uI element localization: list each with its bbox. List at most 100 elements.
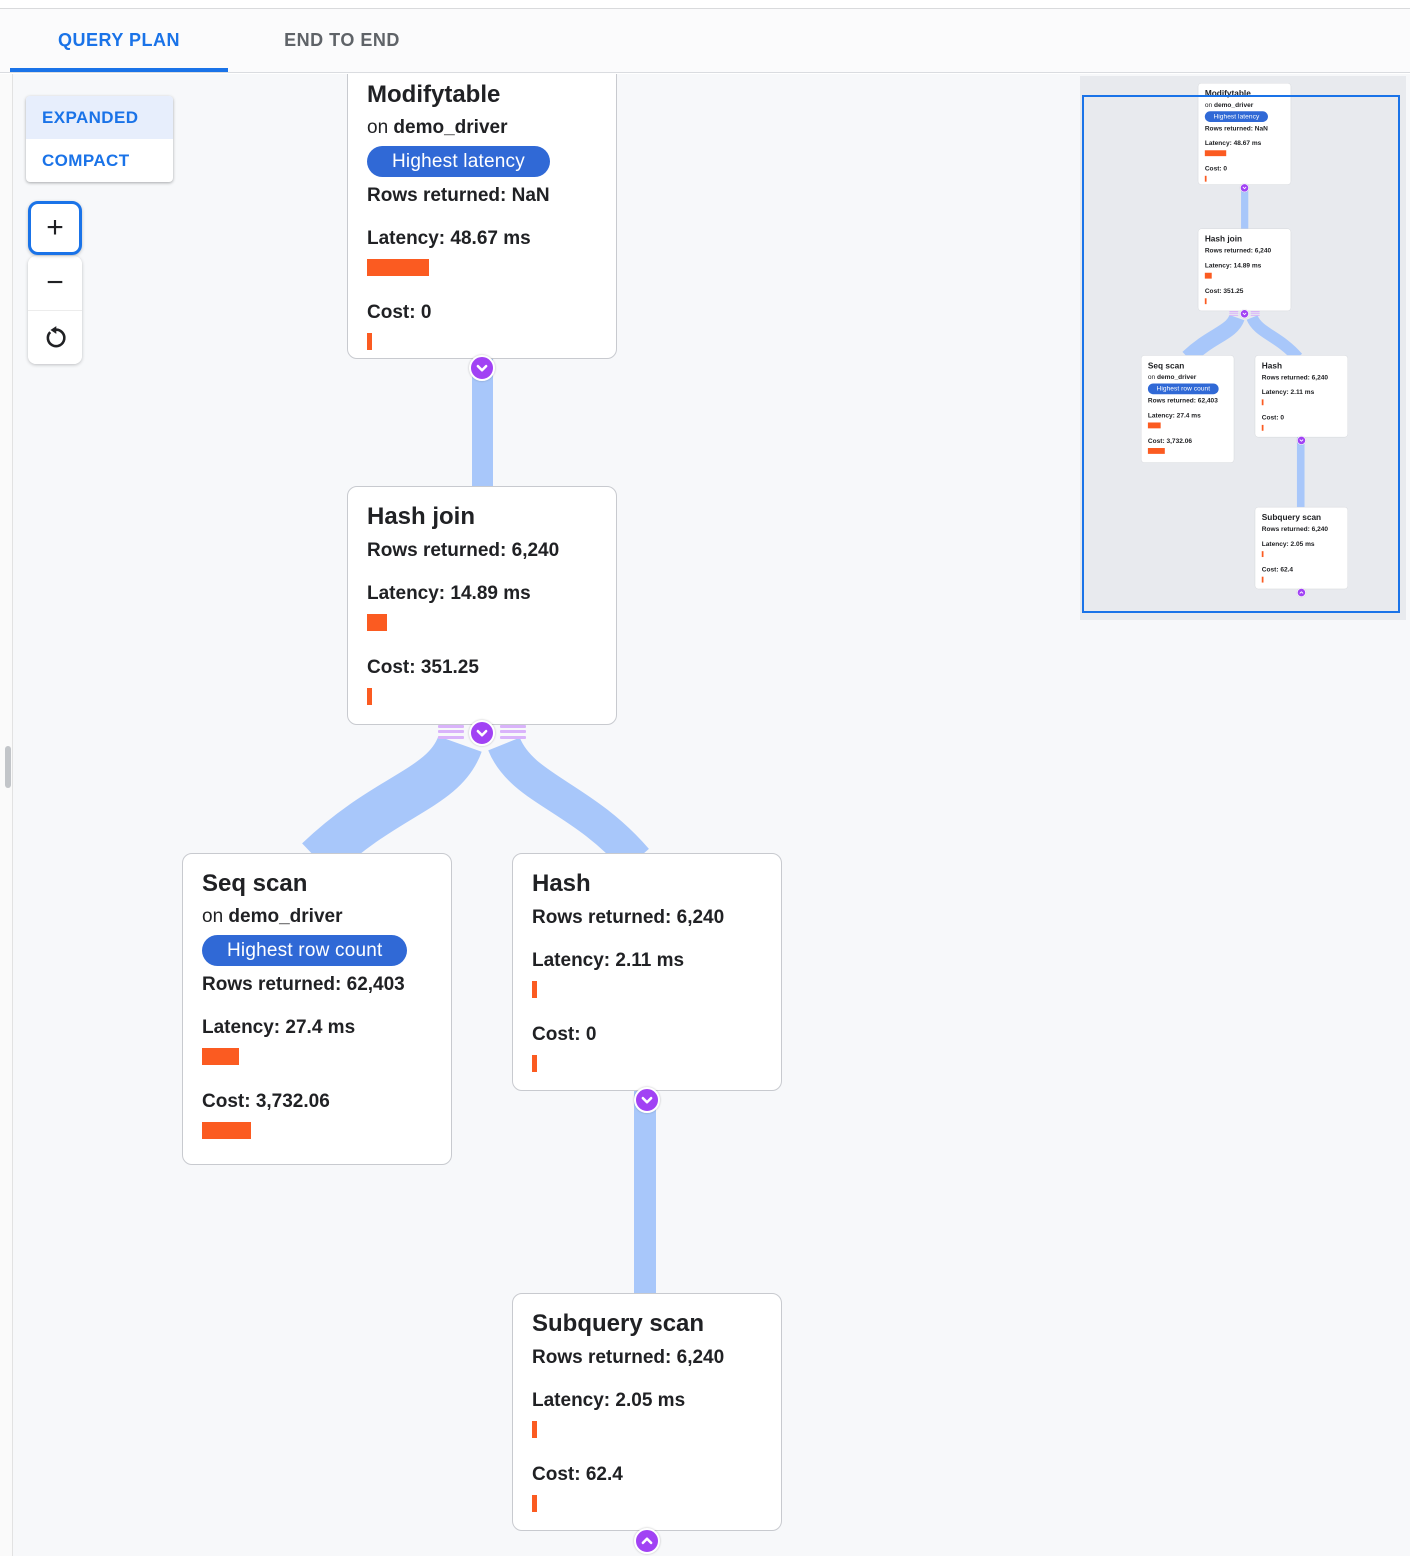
latency-bar: [1261, 399, 1264, 406]
minimap-plan-tree: Modifytable on demo_driver Highest laten…: [1141, 83, 1348, 599]
chevron-up-icon: [1299, 591, 1304, 594]
cost-bar: [1261, 424, 1264, 431]
cost-bar: [1261, 576, 1264, 583]
node-title: Modifytable: [367, 81, 501, 108]
highest-row-count-badge: Highest row count: [202, 935, 408, 966]
multi-edge-lines-right: [1250, 311, 1260, 316]
plan-node-hash-join[interactable]: Hash join Rows returned: 6,240 Latency: …: [347, 486, 617, 725]
minimap-viewport[interactable]: [1082, 95, 1400, 613]
zoom-in-button[interactable]: +: [28, 201, 82, 255]
node-title: Hash: [532, 870, 591, 897]
latency-bar: [532, 981, 537, 998]
cost-bar: [532, 1055, 537, 1072]
plan-node-modifytable[interactable]: Modifytable on demo_driver Highest laten…: [347, 74, 617, 359]
plan-node-subquery-scan[interactable]: Subquery scan Rows returned: 6,240 Laten…: [1254, 507, 1348, 590]
node-rows: Rows returned: 6,240: [532, 1347, 725, 1368]
node-cost: Cost: 0: [1204, 165, 1228, 173]
cost-bar: [202, 1122, 251, 1139]
plan-node-seq-scan[interactable]: Seq scan on demo_driver Highest row coun…: [182, 853, 452, 1165]
node-latency: Latency: 27.4 ms: [1147, 411, 1201, 420]
node-title: Subquery scan: [1261, 512, 1322, 523]
chevron-down-icon: [476, 364, 488, 372]
node-rows: Rows returned: 6,240: [532, 907, 725, 928]
edge-modifytable-hashjoin: [1241, 184, 1249, 230]
latency-bar: [202, 1048, 239, 1065]
node-latency: Latency: 14.89 ms: [1204, 262, 1262, 270]
node-table-line: on demo_driver: [367, 117, 508, 138]
compact-button[interactable]: COMPACT: [42, 150, 130, 170]
cost-bar: [1147, 448, 1165, 454]
zoom-out-button[interactable]: −: [28, 256, 82, 310]
node-cost: Cost: 0: [532, 1024, 597, 1045]
collapse-toggle-hash-join[interactable]: [1240, 309, 1249, 319]
node-rows: Rows returned: 62,403: [1147, 396, 1218, 405]
node-title: Modifytable: [1204, 88, 1251, 99]
cost-bar: [1204, 298, 1207, 305]
latency-bar: [1204, 150, 1227, 157]
multi-edge-lines-left: [1229, 311, 1239, 316]
node-title: Subquery scan: [532, 1310, 705, 1337]
plan-node-hash[interactable]: Hash Rows returned: 6,240 Latency: 2.11 …: [512, 853, 782, 1091]
node-title: Hash join: [367, 503, 476, 530]
chevron-down-icon: [1299, 439, 1304, 442]
node-cost: Cost: 0: [367, 302, 432, 323]
node-cost: Cost: 351.25: [1204, 287, 1244, 295]
latency-bar: [1147, 422, 1161, 429]
reset-view-button[interactable]: [28, 310, 82, 364]
edge-hash-subqueryscan: [1296, 436, 1305, 508]
node-rows: Rows returned: NaN: [367, 185, 550, 206]
multi-edge-lines-left: [438, 725, 464, 739]
node-latency: Latency: 27.4 ms: [202, 1017, 356, 1038]
node-cost: Cost: 3,732.06: [202, 1091, 330, 1112]
expand-toggle-subquery-scan[interactable]: [634, 1528, 660, 1554]
node-title: Seq scan: [1147, 361, 1185, 371]
node-table-line: on demo_driver: [1147, 373, 1197, 381]
node-title: Hash join: [1204, 234, 1243, 244]
collapse-toggle-hash[interactable]: [1296, 435, 1306, 445]
plan-tree: Modifytable on demo_driver Highest laten…: [182, 74, 782, 1556]
collapse-toggle-modifytable[interactable]: [469, 355, 495, 381]
reset-icon: [46, 325, 66, 347]
node-latency: Latency: 14.89 ms: [367, 583, 531, 604]
chevron-down-icon: [1242, 312, 1247, 316]
node-title: Seq scan: [202, 870, 308, 897]
node-cost: Cost: 62.4: [1261, 566, 1294, 574]
node-latency: Latency: 2.05 ms: [1261, 540, 1315, 548]
scrollbar-thumb[interactable]: [5, 746, 11, 788]
collapse-toggle-hash-join[interactable]: [469, 720, 495, 746]
plan-node-hash-join[interactable]: Hash join Rows returned: 6,240 Latency: …: [1197, 228, 1292, 312]
node-rows: Rows returned: 62,403: [202, 974, 405, 995]
node-cost: Cost: 62.4: [532, 1464, 623, 1485]
plan-node-seq-scan[interactable]: Seq scan on demo_driver Highest row coun…: [1141, 355, 1235, 463]
minimap[interactable]: Modifytable on demo_driver Highest laten…: [1080, 76, 1406, 620]
cost-bar: [367, 688, 372, 705]
node-rows: Rows returned: 6,240: [1261, 373, 1329, 382]
collapse-toggle-hash[interactable]: [634, 1087, 660, 1113]
latency-bar: [1204, 272, 1212, 279]
zoom-controls: + −: [28, 201, 82, 364]
node-rows: Rows returned: 6,240: [1204, 247, 1272, 255]
latency-bar: [1261, 551, 1264, 558]
node-latency: Latency: 48.67 ms: [1204, 139, 1262, 147]
tab-end-to-end[interactable]: END TO END: [284, 30, 400, 50]
tab-bar: QUERY PLAN END TO END: [0, 9, 1410, 73]
node-cost: Cost: 3,732.06: [1147, 437, 1192, 445]
expanded-button[interactable]: EXPANDED: [26, 96, 173, 139]
node-latency: Latency: 2.11 ms: [532, 950, 685, 971]
node-rows: Rows returned: NaN: [1204, 124, 1268, 132]
collapse-toggle-modifytable[interactable]: [1240, 183, 1249, 193]
expand-toggle-subquery-scan[interactable]: [1296, 588, 1306, 598]
tab-query-plan[interactable]: QUERY PLAN: [10, 9, 228, 72]
minimap-tree-container: Modifytable on demo_driver Highest laten…: [1141, 83, 1348, 599]
edge-fan-hashjoin-children: [1182, 314, 1303, 364]
node-latency: Latency: 2.05 ms: [532, 1390, 686, 1411]
node-table-line: on demo_driver: [1204, 101, 1254, 109]
cost-bar: [367, 333, 372, 350]
edge-hash-subqueryscan: [634, 1089, 656, 1295]
latency-bar: [367, 259, 429, 276]
node-rows: Rows returned: 6,240: [1261, 525, 1329, 533]
plan-node-subquery-scan[interactable]: Subquery scan Rows returned: 6,240 Laten…: [512, 1293, 782, 1531]
chevron-down-icon: [476, 729, 488, 737]
chevron-down-icon: [641, 1096, 653, 1104]
plan-node-hash[interactable]: Hash Rows returned: 6,240 Latency: 2.11 …: [1254, 355, 1348, 438]
